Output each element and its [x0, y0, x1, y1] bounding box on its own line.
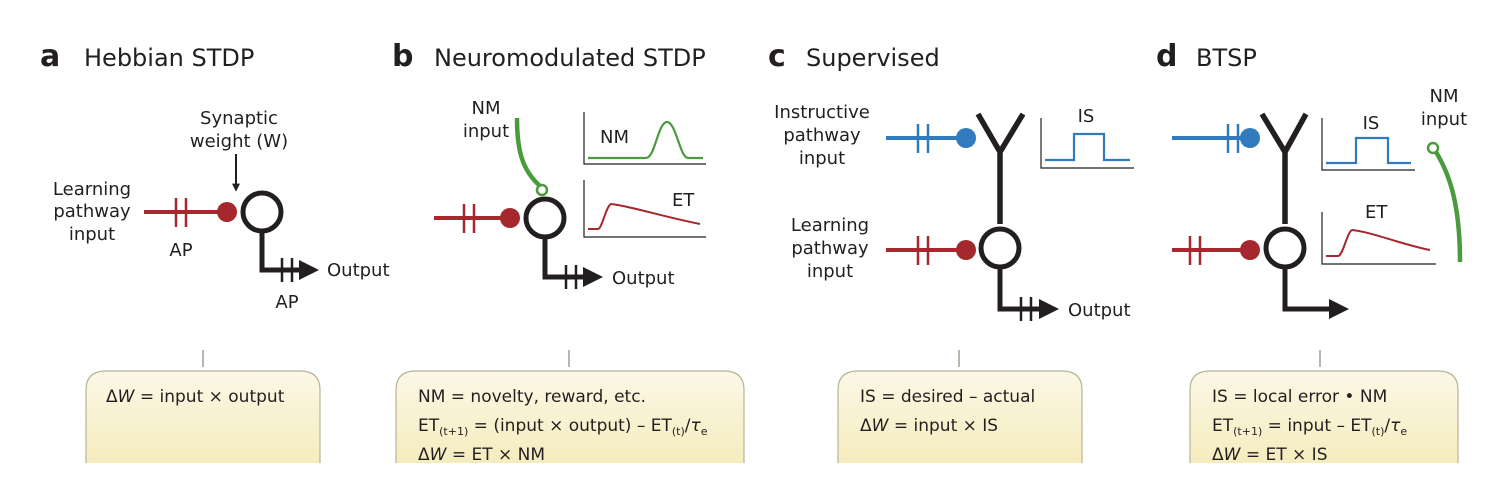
et-plot-label: ET	[1365, 202, 1388, 223]
neuron-soma	[978, 226, 1022, 270]
ap-input-label: AP	[169, 240, 192, 261]
learning-pathway-axon	[1172, 236, 1260, 265]
panel-c-letter: c	[768, 39, 786, 74]
learning-pathway-axon	[144, 198, 237, 227]
nm-trace-plot: NM	[583, 112, 706, 165]
instructive-pathway-axon	[886, 124, 976, 153]
synapse-bouton	[217, 202, 237, 222]
nm-fiber	[514, 117, 542, 188]
output-label: Output	[327, 260, 390, 281]
et-trace-plot: ET	[583, 180, 706, 238]
nm-fiber	[1434, 150, 1463, 263]
instructive-label-line3: input	[799, 148, 845, 169]
panel-b-title: Neuromodulated STDP	[434, 44, 706, 72]
synapse-bouton	[500, 208, 520, 228]
nm-input-label-line2: input	[1421, 109, 1467, 130]
learning-label-line3: input	[807, 261, 853, 282]
panel-b-letter: b	[392, 39, 413, 74]
panel-a: a Hebbian STDP Synaptic weight (W) Learn…	[40, 39, 390, 463]
rule-line-1: NM = novelty, reward, etc.	[418, 387, 646, 407]
learning-label-line1: Learning	[791, 215, 869, 236]
panel-c: c Supervised Instructive pathway input I…	[768, 39, 1134, 463]
learning-pathway-axon	[886, 236, 976, 265]
output-axon	[542, 237, 603, 287]
ap-output-label: AP	[275, 292, 298, 313]
et-trace-plot: ET	[1321, 202, 1436, 265]
synapse-bouton	[956, 240, 976, 260]
nm-input-label-line2: input	[463, 121, 509, 142]
instructive-label-line2: pathway	[783, 125, 861, 146]
nm-plot-label: NM	[600, 127, 629, 148]
instructive-label-line1: Instructive	[774, 102, 870, 123]
rule-box	[1189, 370, 1459, 463]
panel-a-title: Hebbian STDP	[84, 44, 254, 72]
neuron-soma	[240, 190, 284, 234]
rule-line-3: ΔW = ET × IS	[1212, 445, 1328, 465]
dendrite	[975, 112, 1026, 224]
learning-label-line2: pathway	[53, 201, 131, 222]
nm-input-label-line1: NM	[1430, 86, 1459, 107]
rule-line-2: ET(t+1) = (input × output) – ET(t)/τe	[418, 416, 708, 438]
nm-terminal	[1426, 141, 1440, 155]
rule-line-2: ΔW = input × IS	[860, 416, 998, 436]
synaptic-label-line1: Synaptic	[200, 108, 278, 129]
et-plot-label: ET	[672, 190, 695, 211]
nm-terminal	[535, 183, 549, 197]
panel-b: b Neuromodulated STDP NM input Output NM…	[392, 39, 745, 465]
output-label: Output	[1068, 300, 1131, 321]
nm-input-label-line1: NM	[472, 98, 501, 119]
learning-label-line2: pathway	[791, 238, 869, 259]
rule-equation: ΔW = input × output	[106, 387, 285, 407]
synapse-bouton	[1240, 128, 1260, 148]
rule-line-1: IS = desired – actual	[860, 387, 1035, 407]
rule-line-2: ET(t+1) = input – ET(t)/τe	[1212, 416, 1407, 438]
synapse-bouton	[956, 128, 976, 148]
output-axon	[997, 267, 1059, 319]
dendrite	[1259, 112, 1309, 224]
learning-pathway-axon	[434, 204, 520, 233]
rule-line-3: ΔW = ET × NM	[418, 445, 545, 465]
synapse-bouton	[1240, 240, 1260, 260]
learning-label-line3: input	[69, 224, 115, 245]
synaptic-label-line2: weight (W)	[190, 131, 288, 152]
panel-a-letter: a	[40, 39, 60, 74]
is-plot-label: IS	[1078, 106, 1095, 127]
rule-line-1: IS = local error • NM	[1212, 387, 1387, 407]
neuron-soma	[523, 196, 567, 240]
et-trace-line	[1326, 228, 1431, 257]
is-trace-plot: IS	[1040, 106, 1134, 169]
is-trace-line	[1326, 136, 1411, 165]
panel-d: d BTSP IS NM input ET	[1156, 39, 1467, 465]
et-trace-line	[588, 202, 701, 230]
learning-label-line1: Learning	[53, 179, 131, 200]
rule-box	[395, 370, 745, 463]
is-trace-line	[1045, 132, 1130, 162]
panel-d-title: BTSP	[1196, 44, 1257, 72]
output-axon	[259, 231, 319, 280]
instructive-pathway-axon	[1172, 124, 1260, 153]
neuron-soma	[1263, 226, 1307, 270]
rule-box	[837, 370, 1083, 463]
output-label: Output	[612, 268, 675, 289]
nm-trace-line	[588, 120, 703, 160]
rule-box	[85, 370, 321, 463]
panel-c-title: Supervised	[806, 44, 940, 72]
output-axon	[1282, 267, 1349, 319]
panel-d-letter: d	[1156, 39, 1177, 74]
is-plot-label: IS	[1363, 113, 1380, 134]
is-trace-plot: IS	[1321, 113, 1415, 171]
